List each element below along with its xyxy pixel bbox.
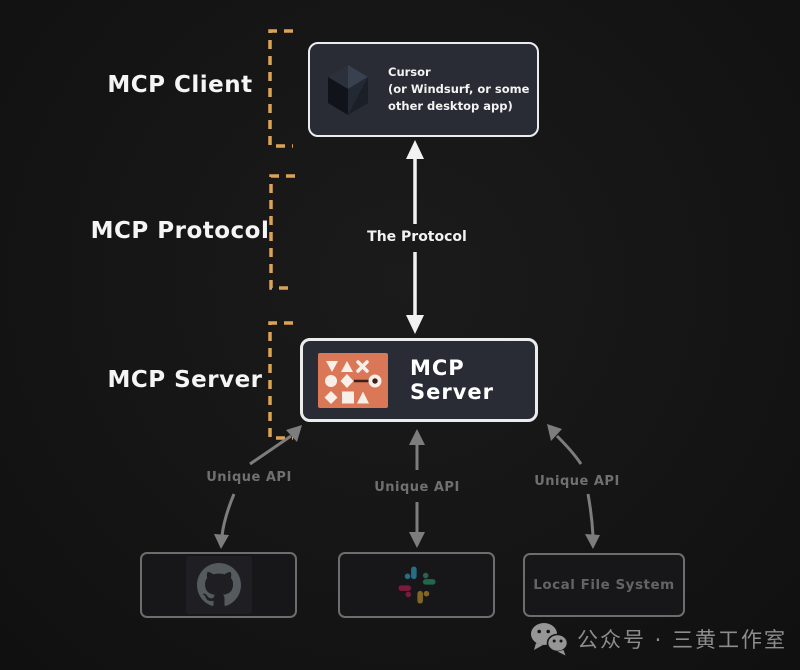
slack-box bbox=[338, 552, 495, 618]
client-box-text: Cursor (or Windsurf, or some other deskt… bbox=[388, 64, 529, 115]
protocol-arrow-label: The Protocol bbox=[367, 229, 467, 245]
mcp-server-box: MCP Server bbox=[300, 338, 538, 422]
local-file-system-box: Local File System bbox=[523, 553, 685, 617]
unique-api-label-left: Unique API bbox=[206, 470, 292, 485]
server-bracket bbox=[268, 321, 293, 440]
mcp-client-box: Cursor (or Windsurf, or some other deskt… bbox=[308, 42, 539, 137]
server-box-label: MCP Server bbox=[410, 356, 495, 404]
mcp-protocol-label: MCP Protocol bbox=[90, 218, 270, 244]
github-icon bbox=[196, 563, 241, 606]
wechat-icon bbox=[531, 623, 568, 656]
slack-icon bbox=[397, 566, 436, 604]
client-bracket bbox=[268, 29, 293, 148]
github-tile bbox=[185, 556, 252, 614]
cursor-cube-icon bbox=[328, 64, 368, 115]
unique-api-label-middle: Unique API bbox=[374, 480, 460, 495]
mcp-server-icon bbox=[318, 352, 388, 408]
client-box-line1: Cursor bbox=[388, 65, 431, 79]
mcp-client-label: MCP Client bbox=[107, 72, 253, 98]
client-box-line2: (or Windsurf, or some bbox=[388, 82, 530, 96]
client-box-line3: other desktop app) bbox=[388, 99, 513, 113]
unique-api-label-right: Unique API bbox=[534, 474, 620, 489]
github-box bbox=[140, 552, 297, 618]
mcp-server-label: MCP Server bbox=[107, 367, 263, 393]
github-api-arrow bbox=[214, 425, 302, 549]
watermark: 公众号 · 三黄工作室 bbox=[530, 621, 787, 656]
local-file-system-label: Local File System bbox=[533, 577, 675, 593]
watermark-text: 公众号 · 三黄工作室 bbox=[577, 627, 788, 652]
protocol-bracket bbox=[269, 174, 295, 290]
